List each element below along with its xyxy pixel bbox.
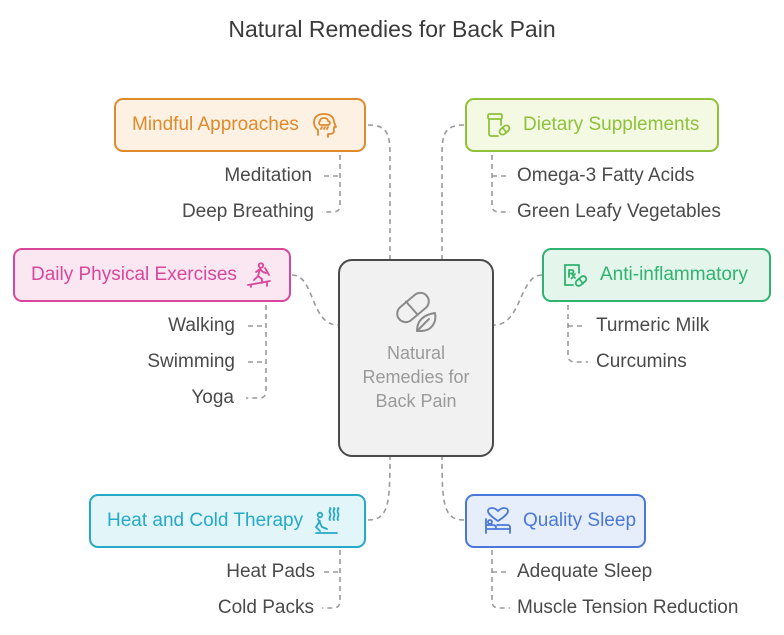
daily-physical-exercises-label: Daily Physical Exercises [31, 264, 237, 285]
heatcold-item-cold-packs: Cold Packs [217, 597, 314, 618]
pill-leaf-icon [391, 285, 441, 335]
heatcold-item-heat-pads: Heat Pads [226, 561, 315, 582]
anti-inflammatory-item-curcumins: Curcumins [596, 351, 687, 372]
daily-physical-exercises-box[interactable]: Daily Physical Exercises [13, 248, 291, 302]
heat-and-cold-therapy-label: Heat and Cold Therapy [107, 510, 304, 531]
anti-inflammatory-box[interactable]: Anti-inflammatory [542, 248, 771, 302]
physical-item-walking: Walking [168, 315, 235, 336]
supplement-jar-icon [483, 110, 513, 140]
dietary-item-green-leafy: Green Leafy Vegetables [517, 201, 721, 222]
mindful-approaches-label: Mindful Approaches [132, 114, 299, 135]
heat-and-cold-therapy-box[interactable]: Heat and Cold Therapy [89, 494, 366, 548]
mindful-item-meditation: Meditation [224, 165, 312, 186]
treadmill-runner-icon [245, 260, 273, 290]
central-topic-label: Natural Remedies for Back Pain [362, 343, 470, 411]
sleep-item-adequate-sleep: Adequate Sleep [517, 561, 653, 582]
physical-item-yoga: Yoga [191, 387, 234, 408]
physical-item-swimming: Swimming [147, 351, 235, 372]
mindful-approaches-box[interactable]: Mindful Approaches [114, 98, 366, 152]
mindful-item-deep-breathing: Deep Breathing [181, 201, 314, 222]
quality-sleep-label: Quality Sleep [523, 510, 637, 531]
bed-heart-icon [483, 506, 513, 536]
dietary-supplements-box[interactable]: Dietary Supplements [465, 98, 719, 152]
central-topic-box: Natural Remedies for Back Pain [338, 259, 494, 457]
diagram-title: Natural Remedies for Back Pain [228, 16, 556, 42]
quality-sleep-box[interactable]: Quality Sleep [465, 494, 646, 548]
anti-inflammatory-item-turmeric: Turmeric Milk [596, 315, 710, 336]
dietary-supplements-label: Dietary Supplements [523, 114, 700, 135]
anti-inflammatory-label: Anti-inflammatory [600, 264, 748, 285]
heat-therapy-icon [313, 506, 343, 536]
dietary-item-omega3: Omega-3 Fatty Acids [517, 165, 695, 186]
sleep-item-muscle-tension: Muscle Tension Reduction [517, 597, 739, 618]
brain-head-icon [311, 110, 340, 140]
prescription-icon [560, 260, 590, 290]
